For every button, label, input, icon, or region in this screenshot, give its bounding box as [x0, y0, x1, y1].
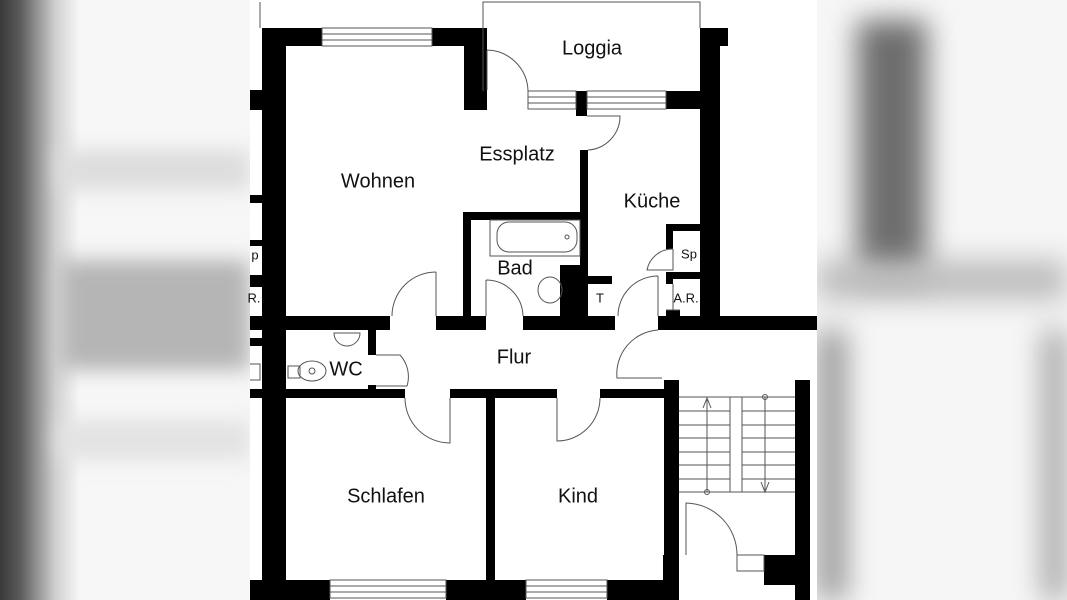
floor-plan-drawing — [250, 1, 817, 600]
wall-stair-left — [664, 380, 679, 600]
wall-stub — [250, 195, 262, 203]
wall-flur-bottom-right — [600, 389, 664, 398]
staircase — [679, 394, 795, 495]
wall-wohnen-loggia — [464, 28, 487, 110]
wall-ar-top — [666, 272, 708, 279]
door-swing-schlafen — [404, 397, 451, 444]
room-label-wohnen: Wohnen — [340, 170, 416, 193]
wall-kitchen-divider — [580, 150, 588, 318]
wall-bottom-3 — [607, 580, 667, 600]
sink-wc — [333, 332, 361, 347]
room-label-bad: Bad — [497, 257, 533, 280]
wall-loggia-bottom-right — [666, 91, 708, 109]
stair-well — [729, 396, 743, 493]
door-swing-entrance — [616, 329, 662, 379]
window-schlafen — [329, 579, 447, 599]
walls — [250, 28, 817, 600]
room-label-loggia: Loggia — [561, 37, 623, 60]
wall-flur-stub — [666, 310, 680, 330]
neighbor-label-sp-partial: p — [251, 247, 259, 263]
wall-right-outer — [700, 28, 720, 328]
wall-bedroom-divider — [486, 398, 495, 598]
room-label-wc: WC — [329, 358, 363, 381]
wall-flur-top-mid — [436, 316, 486, 330]
wall-flur-bottom-mid — [450, 389, 557, 398]
window-loggia-left — [527, 90, 577, 110]
bathtub — [496, 221, 578, 253]
door-swing-sp — [646, 248, 674, 271]
room-label-schlafen: Schlafen — [347, 485, 425, 508]
door-swing-kitchen — [587, 115, 621, 151]
wall-sp-left — [666, 224, 673, 249]
door-swing-bad — [485, 279, 524, 317]
wall-left-outer — [262, 28, 286, 600]
room-label-flur: Flur — [496, 346, 532, 369]
thin-lines — [250, 1, 765, 599]
wall-flur-top-left — [250, 316, 390, 330]
door-swing-wc — [376, 354, 409, 387]
wall-stub — [250, 338, 262, 346]
wall-bottom-1 — [250, 580, 330, 600]
door-swing-wohnen — [391, 271, 437, 317]
door-swing-kitchen-flur — [617, 275, 659, 317]
blurred-background-right — [817, 0, 1067, 600]
toilet — [297, 360, 327, 382]
wall-stair-right — [795, 380, 810, 600]
neighbor-label-ar-partial: R. — [247, 290, 261, 306]
window-wohnen — [321, 27, 433, 47]
wall-stub — [250, 275, 262, 287]
wall-stub — [250, 240, 262, 246]
loggia-outline — [482, 1, 701, 91]
wall-top-wohnen-left — [262, 28, 322, 46]
wall-ar-left — [666, 272, 673, 284]
room-label-kueche: Küche — [623, 190, 681, 213]
room-label-kind: Kind — [557, 485, 599, 508]
wall-bad-shaft — [560, 265, 585, 320]
room-label-sp: Sp — [681, 246, 697, 262]
sink-bad — [537, 276, 563, 304]
wall-wc-stub — [368, 385, 376, 391]
wall-bad-left — [463, 212, 471, 327]
wall-flur-top-far — [658, 316, 817, 330]
door-swing-kind — [556, 397, 601, 442]
window-kind — [525, 579, 608, 599]
wall-right-top — [700, 28, 728, 46]
door-swing-loggia — [486, 49, 529, 92]
wall-stair-entry-right — [764, 555, 799, 585]
wall-loggia-mullion — [576, 91, 587, 116]
wall-bad-top — [463, 212, 588, 220]
wall-t-top — [588, 276, 612, 284]
floor-plan: Loggia Essplatz Wohnen Küche Bad Sp T A.… — [247, 0, 817, 600]
wall-flur-top-right — [523, 316, 615, 330]
door-swing-stair-entry — [685, 502, 738, 556]
window-loggia-right — [586, 90, 667, 110]
wall-wc-right — [368, 330, 376, 355]
wall-sp-top — [666, 224, 708, 231]
wall-flur-bottom-left — [250, 389, 405, 398]
room-label-t: T — [596, 290, 604, 306]
room-label-ar: A.R. — [673, 290, 699, 306]
blurred-background-left — [0, 0, 250, 600]
wall-bottom-2 — [446, 580, 526, 600]
room-label-essplatz: Essplatz — [479, 143, 555, 166]
wall-stub — [250, 90, 262, 110]
